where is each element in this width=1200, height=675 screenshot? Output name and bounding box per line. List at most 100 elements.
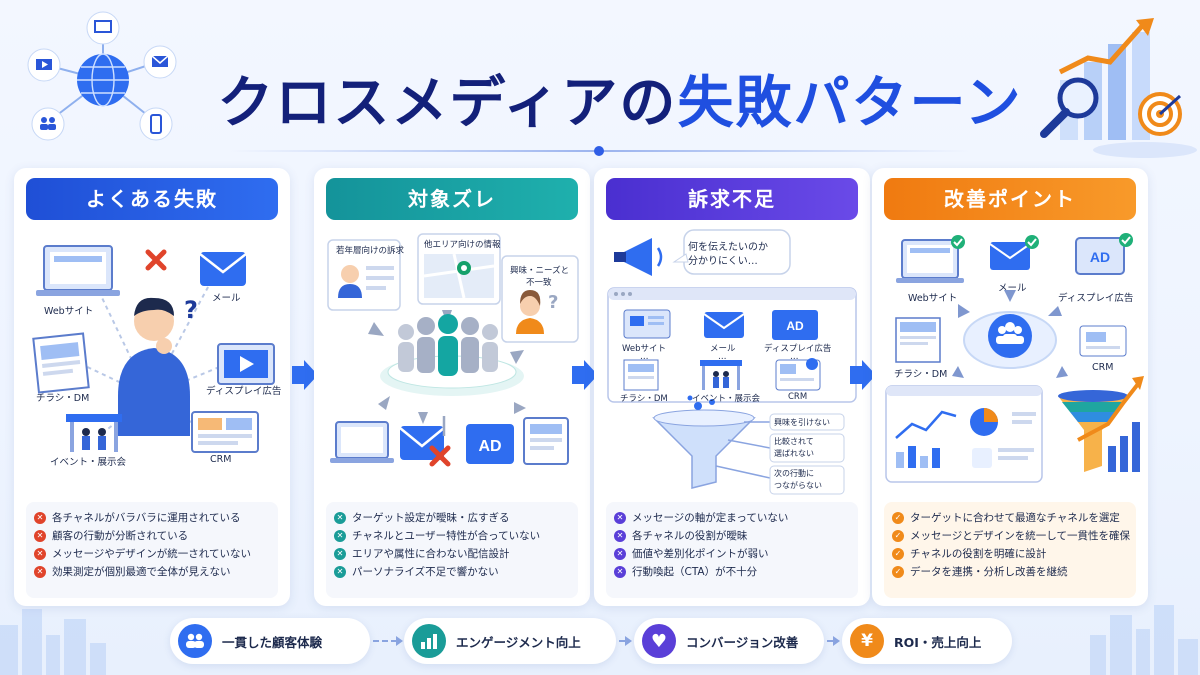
label-crm: CRM: [788, 392, 808, 402]
flyer-icon: [32, 332, 90, 394]
label-event: イベント・展示会: [692, 394, 761, 404]
display-ad-icon: [217, 343, 275, 385]
funnel-label-3b: つながらない: [774, 481, 822, 490]
youth-profile-card-icon: [327, 239, 401, 311]
speech-bubble: [672, 229, 791, 275]
flow-arrow-icon: [292, 360, 318, 390]
crm-icon: [775, 358, 821, 391]
label-mail-dots: …: [718, 352, 727, 362]
list-item: ✕パーソナライズ不足で響かない: [334, 563, 570, 581]
cross-icon: ✕: [34, 512, 46, 524]
weak-appeal-illustration: AD: [607, 229, 857, 495]
funnel-growth-icon: [1058, 376, 1144, 472]
document-icon: [523, 417, 569, 465]
heart-icon: ♥: [642, 624, 676, 658]
event-booth-icon: [66, 414, 122, 452]
flow-arrow-icon: [572, 360, 598, 390]
list-item: ✕メッセージの軸が定まっていない: [614, 509, 850, 527]
label-flyer: チラシ・DM: [894, 369, 948, 380]
cross-icon: ✕: [34, 548, 46, 560]
cross-icon: ✕: [614, 548, 626, 560]
panel-heading: 対象ズレ: [326, 178, 578, 220]
panel-heading: 改善ポイント: [884, 178, 1136, 220]
label-web: Webサイト: [908, 293, 958, 304]
label-other-area: 他エリア向けの情報: [424, 240, 501, 250]
cross-icon: ✕: [34, 530, 46, 542]
magnifier-icon: [1040, 77, 1099, 138]
panel-weak-appeal: 訴求不足 AD 何を伝えたいのか 分かりにくい… Webサイト … メール … …: [594, 168, 870, 606]
video-icon: [623, 309, 671, 339]
flow-arrow-icon: [850, 360, 876, 390]
flyer-icon: [895, 317, 941, 363]
users-icon: [31, 107, 65, 141]
users-icon: [178, 624, 212, 658]
target-mismatch-illustration: ? AD: [327, 233, 579, 467]
list-item: ✕エリアや属性に合わない配信設計: [334, 545, 570, 563]
outcome-engagement: エンゲージメント向上: [404, 618, 616, 664]
common-failures-illustration: ?: [32, 245, 275, 453]
mismatch-profile-card-icon: ?: [501, 255, 579, 343]
monitor-icon: [86, 11, 120, 45]
outcome-conversion: ♥ コンバージョン改善: [634, 618, 824, 664]
dashboard-icon: [885, 385, 1043, 483]
laptop-icon: [36, 245, 120, 296]
panel-heading: よくある失敗: [26, 178, 278, 220]
check-icon: ✓: [892, 512, 904, 524]
list-item: ✕各チャネルの役割が曖昧: [614, 527, 850, 545]
panel-common-failures: よくある失敗 ? Webサイト メール チラシ・DM ディスプレイ広告 イベント…: [14, 168, 290, 606]
panel-target-mismatch: 対象ズレ ? AD 若年層向けの訴求 他エリア向けの情報 興味・ニーズと 不一致…: [314, 168, 590, 606]
flow-connector: [373, 640, 397, 642]
improvement-list: ✓ターゲットに合わせて最適なチャネルを選定 ✓メッセージとデザインを統一して一貫…: [884, 502, 1136, 598]
label-flyer: チラシ・DM: [620, 394, 668, 404]
label-crm: CRM: [210, 454, 232, 465]
flow-connector-head: [833, 636, 840, 646]
display-ad-icon: AD: [772, 310, 818, 340]
cross-icon: ✕: [614, 566, 626, 578]
flow-connector-head: [396, 636, 403, 646]
check-icon: ✓: [892, 530, 904, 542]
list-item: ✕メッセージやデザインが統一されていない: [34, 545, 270, 563]
funnel-label-2a: 比較されて: [774, 437, 814, 446]
map-card-icon: [417, 233, 501, 305]
event-booth-icon: [700, 360, 742, 390]
label-web: Webサイト: [44, 306, 94, 317]
flow-connector: [827, 640, 835, 642]
list-item: ✕各チャネルがバラバラに運用されている: [34, 509, 270, 527]
svg-text:?: ?: [184, 296, 198, 324]
yen-icon: ¥: [850, 624, 884, 658]
page-title: クロスメディアの失敗パターン: [217, 71, 1023, 136]
label-mail: メール: [710, 344, 736, 354]
laptop-icon: [330, 421, 394, 463]
mail-icon: [989, 235, 1039, 270]
svg-text:?: ?: [548, 292, 558, 313]
label-display-dots: …: [790, 352, 799, 362]
funnel-label-3a: 次の行動に: [774, 469, 814, 478]
label-youth: 若年層向けの訴求: [336, 246, 405, 256]
cross-icon: ✕: [614, 530, 626, 542]
list-item: ✓チャネルの役割を明確に設計: [892, 545, 1128, 563]
display-ad-icon: AD: [466, 424, 514, 464]
list-item: ✕行動喚起（CTA）が不十分: [614, 563, 850, 581]
list-item: ✓ターゲットに合わせて最適なチャネルを選定: [892, 509, 1128, 527]
flyer-icon: [623, 359, 659, 391]
label-flyer: チラシ・DM: [36, 393, 90, 404]
label-crm: CRM: [1092, 362, 1114, 373]
laptop-icon: [896, 235, 965, 283]
channel-network-illustration: [27, 11, 177, 141]
crm-icon: [191, 411, 259, 453]
list-item: ✕効果測定が個別最適で全体が見えない: [34, 563, 270, 581]
cross-icon: ✕: [334, 548, 346, 560]
label-display: ディスプレイ広告: [764, 344, 832, 354]
bubble-text-1: 何を伝えたいのか: [688, 242, 768, 253]
list-item: ✕価値や差別化ポイントが弱い: [614, 545, 850, 563]
bar-chart-icon: [412, 624, 446, 658]
mail-icon: [703, 312, 745, 338]
label-event: イベント・展示会: [50, 457, 127, 468]
label-interest-2: 不一致: [526, 278, 552, 288]
label-mail: メール: [212, 293, 241, 304]
failure-list: ✕各チャネルがバラバラに運用されている ✕顧客の行動が分断されている ✕メッセー…: [26, 502, 278, 598]
list-item: ✕チャネルとユーザー特性が合っていない: [334, 527, 570, 545]
cross-icon: [145, 249, 167, 271]
crm-icon: [1079, 325, 1127, 357]
label-display: ディスプレイ広告: [1058, 293, 1134, 304]
